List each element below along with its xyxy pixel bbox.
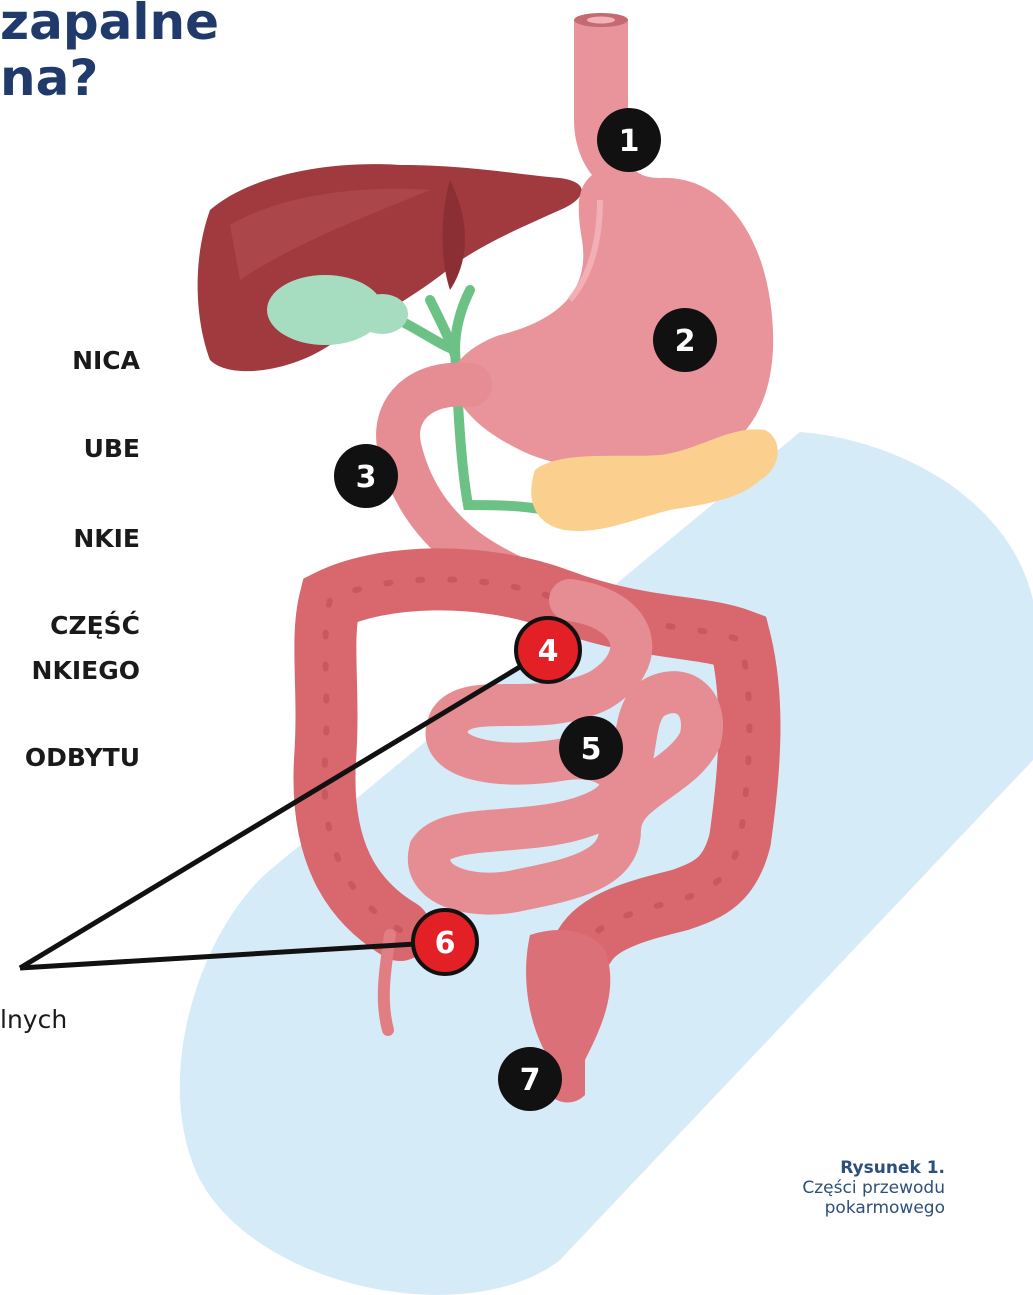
marker-7-label: 7 (520, 1063, 541, 1098)
marker-2: 2 (653, 308, 717, 372)
marker-5: 5 (559, 716, 623, 780)
figure-caption: Rysunek 1. Części przewodu pokarmowego (802, 1158, 945, 1218)
marker-3: 3 (334, 444, 398, 508)
stomach (451, 13, 773, 471)
marker-5-label: 5 (581, 732, 602, 767)
figure-caption-line-2: pokarmowego (802, 1198, 945, 1218)
marker-1: 1 (597, 108, 661, 172)
marker-6-label: 6 (435, 926, 456, 961)
marker-4: 4 (516, 618, 580, 682)
figure-caption-label: Rysunek 1. (802, 1158, 945, 1178)
marker-7: 7 (498, 1047, 562, 1111)
marker-6: 6 (413, 910, 477, 974)
marker-2-label: 2 (675, 324, 696, 359)
marker-1-label: 1 (619, 124, 640, 159)
figure-caption-line-1: Części przewodu (802, 1178, 945, 1198)
marker-3-label: 3 (356, 460, 377, 495)
marker-4-label: 4 (538, 634, 559, 669)
